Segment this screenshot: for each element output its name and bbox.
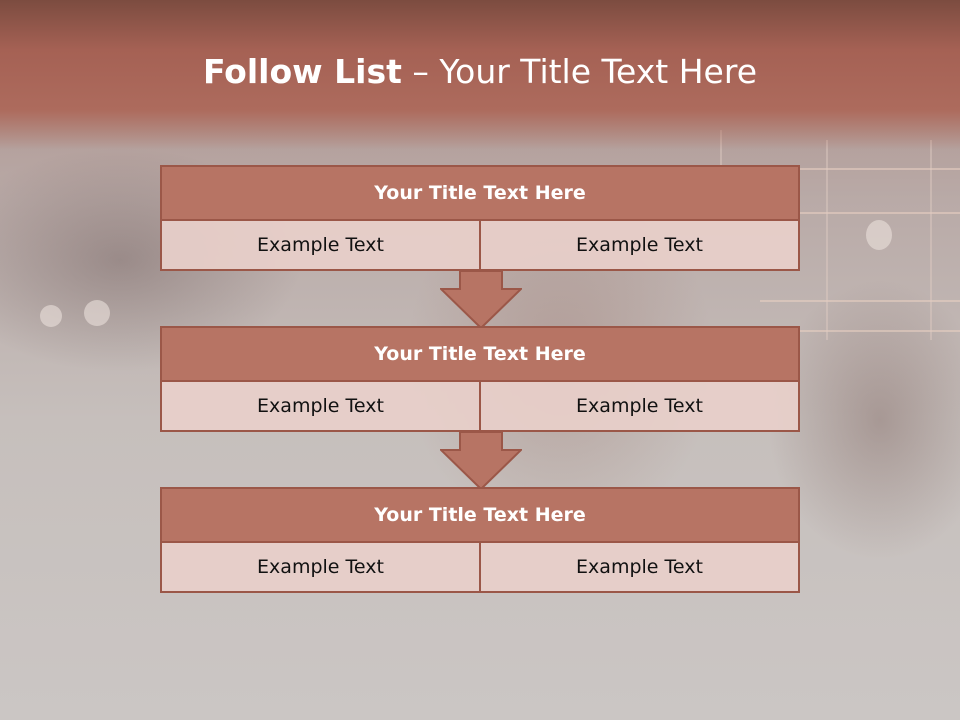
block-title: Your Title Text Here — [160, 165, 800, 221]
block-title: Your Title Text Here — [160, 326, 800, 382]
list-block-3: Your Title Text Here Example Text Exampl… — [160, 487, 800, 593]
list-block-1: Your Title Text Here Example Text Exampl… — [160, 165, 800, 271]
block-row: Example Text Example Text — [160, 221, 800, 271]
block-row: Example Text Example Text — [160, 382, 800, 432]
down-arrow-icon — [440, 432, 522, 490]
block-cell-right: Example Text — [479, 543, 798, 591]
list-block-2: Your Title Text Here Example Text Exampl… — [160, 326, 800, 432]
block-title: Your Title Text Here — [160, 487, 800, 543]
title-dash: – — [401, 52, 440, 91]
header-band — [0, 0, 960, 150]
block-cell-right: Example Text — [479, 382, 798, 430]
down-arrow-icon — [440, 271, 522, 329]
block-cell-left: Example Text — [257, 395, 384, 417]
block-row: Example Text Example Text — [160, 543, 800, 593]
block-cell-right: Example Text — [479, 221, 798, 269]
block-cell-left: Example Text — [257, 556, 384, 578]
title-rest: Your Title Text Here — [439, 52, 758, 91]
block-cell-left: Example Text — [257, 234, 384, 256]
title-strong: Follow List — [202, 52, 402, 91]
slide-title: Follow List – Your Title Text Here — [0, 52, 960, 91]
